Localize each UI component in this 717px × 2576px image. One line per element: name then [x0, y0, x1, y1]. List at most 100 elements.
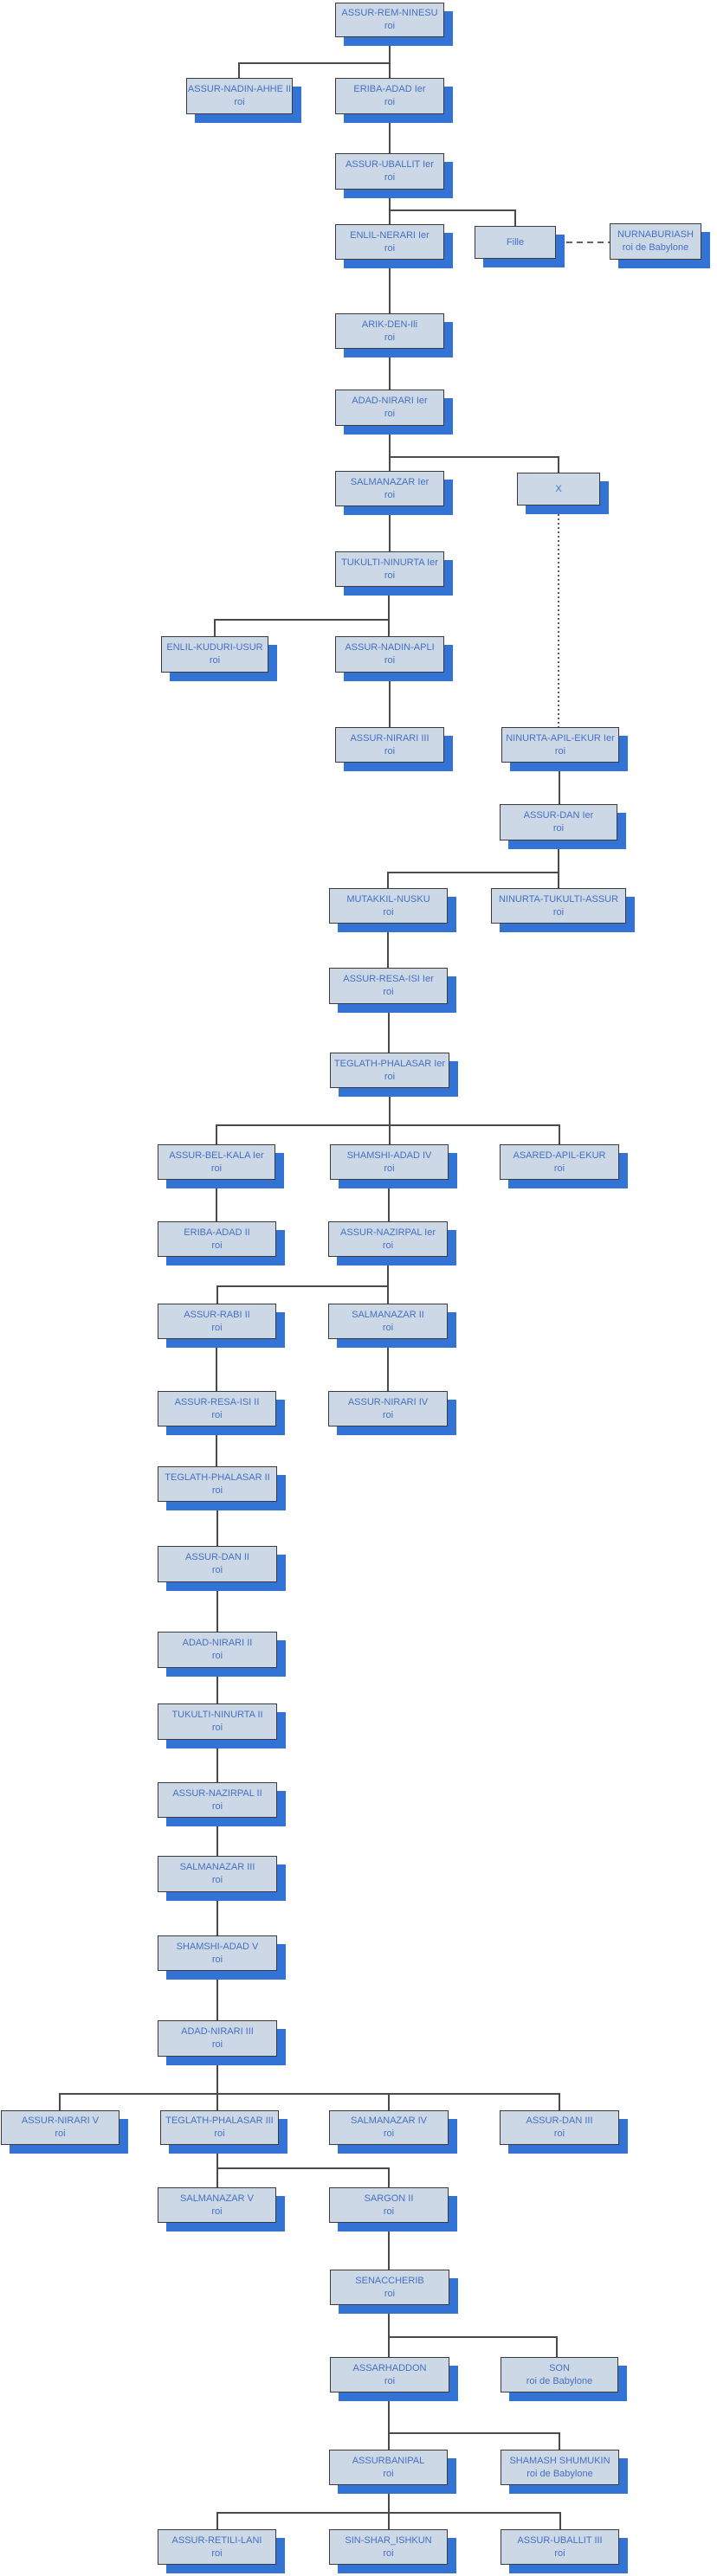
node-sublabel: roi: [211, 1800, 223, 1812]
node-label: SHAMASH SHUMUKIN: [509, 2455, 610, 2466]
node-sublabel: roi: [383, 906, 394, 918]
node-sublabel: roi: [554, 745, 566, 757]
node-eriba-adad-ier[interactable]: ERIBA-ADAD Ier roi: [335, 78, 444, 114]
node-sublabel: roi: [384, 655, 396, 666]
node-assur-resa-isi-ier[interactable]: ASSUR-RESA-ISI Ier roi: [329, 968, 448, 1004]
node-sublabel: roi: [552, 906, 565, 918]
node-sargon-ii[interactable]: SARGON II roi: [329, 2187, 449, 2223]
node-label: ASSUR-DAN II: [185, 1552, 249, 1563]
connector-line-solid: [217, 2167, 390, 2187]
node-sublabel: roi: [383, 2468, 394, 2479]
node-shamshi-adad-v[interactable]: SHAMSHI-ADAD V roi: [158, 1935, 277, 1971]
node-sublabel: roi: [211, 1954, 223, 1965]
node-sublabel: roi: [384, 242, 396, 254]
node-sublabel: roi: [384, 570, 396, 581]
node-shamash-shumukin[interactable]: SHAMASH SHUMUKIN roi de Babylone: [501, 2450, 619, 2485]
node-sublabel: roi: [384, 2375, 396, 2386]
connector-line-solid: [216, 2512, 561, 2529]
node-sublabel: roi: [383, 987, 394, 997]
node-label: SHAMSHI-ADAD V: [176, 1941, 259, 1952]
node-label: SON: [549, 2362, 570, 2373]
node-sublabel: roi: [211, 1484, 223, 1496]
node-label: ENLIL-KUDURI-USUR: [166, 642, 263, 654]
node-label: X: [555, 483, 562, 494]
node-sublabel: roi: [383, 2206, 395, 2217]
node-sublabel: roi: [234, 97, 245, 107]
node-label: SARGON II: [364, 2193, 414, 2204]
node-sublabel: roi: [210, 1162, 223, 1174]
node-sublabel: roi: [384, 409, 396, 419]
node-sublabel: roi: [384, 97, 396, 107]
node-x[interactable]: X: [517, 473, 600, 506]
node-label: ASSUR-UBALLIT Ier: [346, 159, 434, 171]
connector-line-solid: [390, 456, 559, 473]
node-label: TEGLATH-PHALASAR II: [165, 1472, 270, 1483]
node-sublabel: roi de Babylone: [526, 2468, 593, 2479]
node-label: SALMANAZAR V: [180, 2193, 254, 2204]
node-sublabel: roi: [384, 489, 396, 500]
node-sublabel: roi: [384, 332, 396, 343]
node-sublabel: roi: [553, 1162, 565, 1174]
connector-line-solid: [216, 1285, 388, 1304]
node-label: Fille: [506, 236, 525, 248]
node-label: ASSUR-NIRARI III: [350, 732, 430, 744]
node-salmanazar-ier[interactable]: SALMANAZAR Ier roi: [335, 471, 444, 506]
node-sublabel: roi: [554, 2547, 565, 2559]
node-sublabel: roi: [384, 745, 396, 757]
node-fille[interactable]: Fille: [475, 226, 556, 259]
node-label: SALMANAZAR Ier: [350, 476, 430, 487]
node-label: ERIBA-ADAD Ier: [353, 84, 426, 95]
node-label: ASSUR-RESA-ISI Ier: [343, 974, 434, 985]
node-label: TEGLATH-PHALASAR III: [165, 2116, 274, 2127]
node-label: ASSUR-NIRARI V: [21, 2116, 100, 2127]
node-sublabel: roi: [384, 21, 396, 31]
node-label: SALMANAZAR III: [179, 1862, 255, 1873]
node-sublabel: roi: [384, 2288, 396, 2299]
